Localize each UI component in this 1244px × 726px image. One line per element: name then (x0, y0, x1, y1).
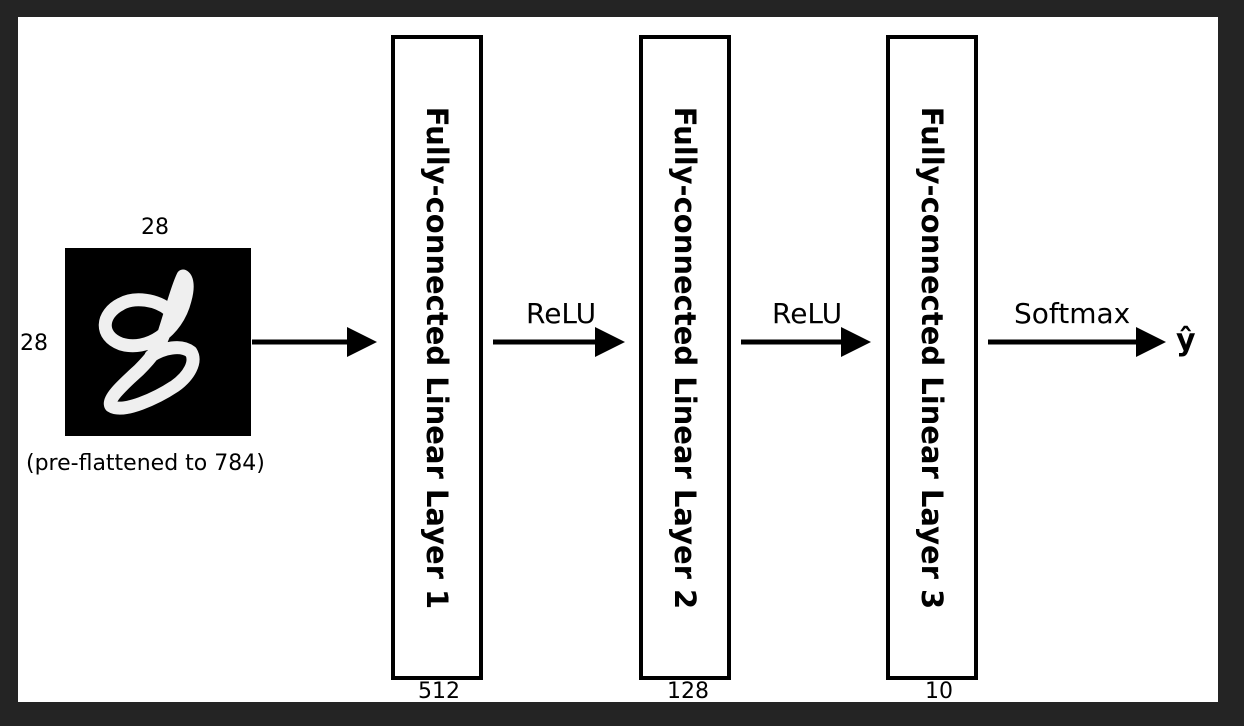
digit-eight-drawing (98, 269, 200, 415)
input-caption: (pre-flattened to 784) (26, 451, 265, 476)
layer-3-box: Fully-connected Linear Layer 3 (886, 35, 978, 680)
layer-3-units: 10 (925, 679, 953, 704)
activation-3-label: Softmax (1014, 297, 1131, 330)
connections (252, 327, 1166, 357)
layer-2-units: 128 (667, 679, 709, 704)
layer-2-box: Fully-connected Linear Layer 2 (639, 35, 731, 680)
layer-1-box: Fully-connected Linear Layer 1 (391, 35, 483, 680)
input-height-label: 28 (20, 331, 48, 356)
activation-1-label: ReLU (526, 297, 597, 330)
layer-1-label: Fully-connected Linear Layer 1 (420, 106, 454, 609)
input-width-label: 28 (141, 215, 169, 240)
output-y-hat: ŷ (1176, 323, 1196, 358)
layer-1-units: 512 (418, 679, 460, 704)
activation-2-label: ReLU (772, 297, 843, 330)
diagram-canvas: 28 28 (pre-flattened to 784) Fully-conne… (18, 17, 1218, 704)
layer-2-label: Fully-connected Linear Layer 2 (668, 106, 702, 609)
mnist-digit-image (65, 248, 251, 436)
layer-3-label: Fully-connected Linear Layer 3 (915, 106, 949, 609)
